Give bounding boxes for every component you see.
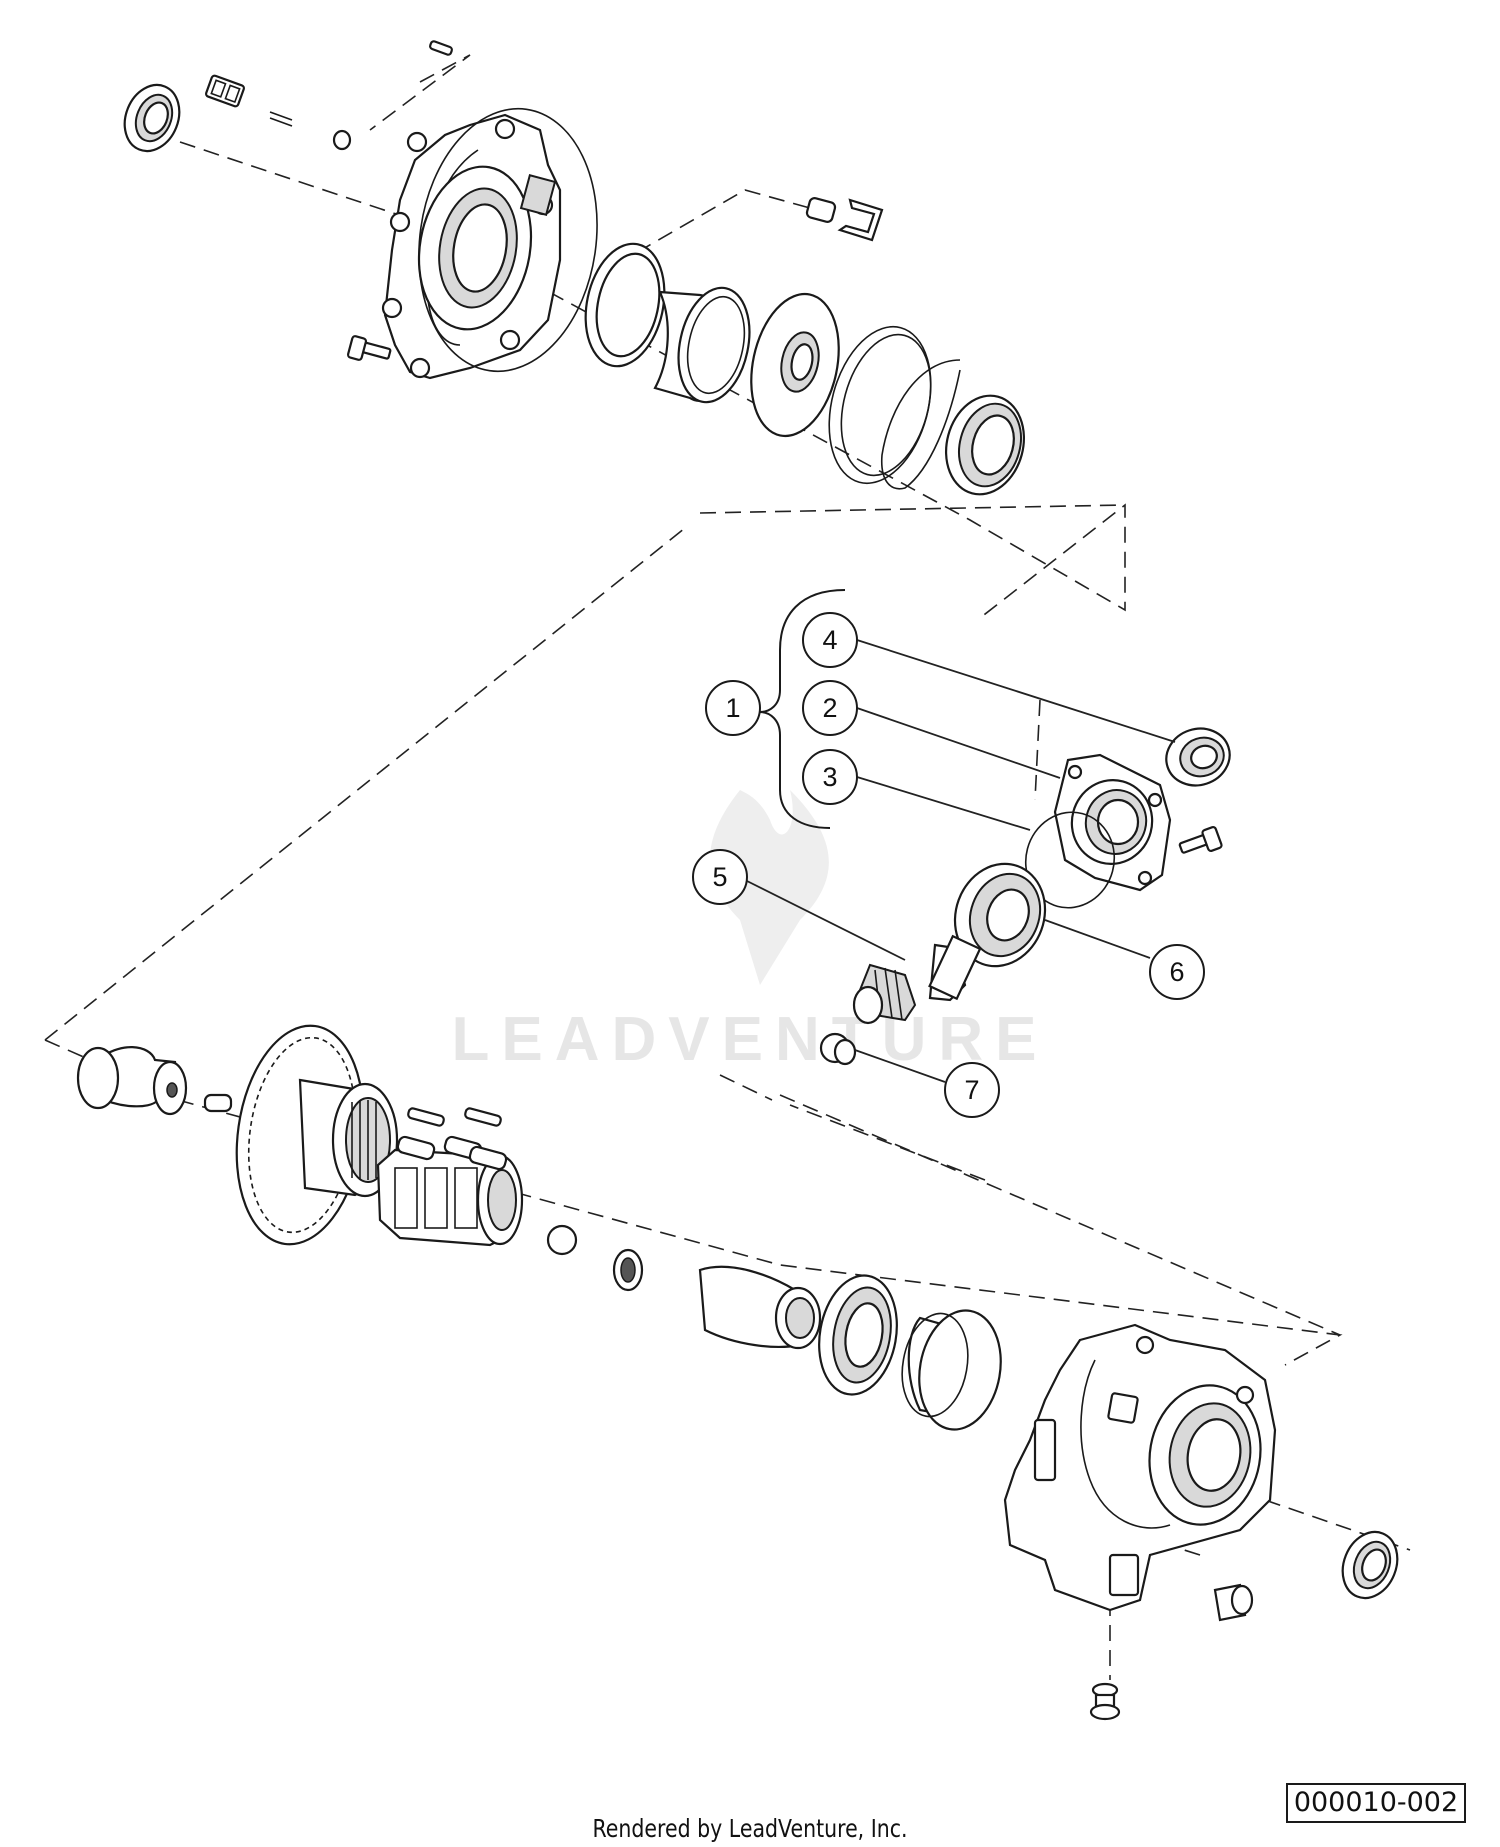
watermark-text: LEADVENTURE bbox=[451, 1005, 1048, 1074]
callout-1-label: 1 bbox=[725, 693, 740, 723]
callout-1: 1 bbox=[705, 680, 761, 736]
callout-6: 6 bbox=[1149, 944, 1205, 1000]
ball-bearing-upper bbox=[944, 394, 1026, 496]
callout-7: 7 bbox=[944, 1062, 1000, 1118]
callout-7-label: 7 bbox=[964, 1075, 979, 1105]
flange-bolt-upper bbox=[346, 335, 392, 361]
ball-bearing-lower bbox=[818, 1274, 898, 1396]
callout-4-leader bbox=[856, 639, 1176, 743]
callout-6-leader bbox=[1044, 919, 1151, 959]
callout-4: 4 bbox=[802, 612, 858, 668]
snap-ring-1-inner bbox=[840, 333, 932, 477]
lower-assembly bbox=[76, 1024, 1399, 1721]
render-credit: Rendered by LeadVenture, Inc. bbox=[592, 1814, 908, 1843]
callout-2-label: 2 bbox=[822, 693, 837, 723]
callout-6-label: 6 bbox=[1169, 957, 1184, 987]
large-o-ring bbox=[418, 107, 598, 373]
armature-cylinder bbox=[653, 286, 751, 404]
callout-5-leader bbox=[744, 879, 906, 961]
callout-3-label: 3 bbox=[822, 762, 837, 792]
pinion-subassembly: 1 2 3 4 5 6 7 bbox=[692, 589, 1231, 1118]
callout-5-label: 5 bbox=[712, 862, 727, 892]
callout-5: 5 bbox=[692, 849, 748, 905]
housing-bolt bbox=[1178, 826, 1223, 854]
ring-gear bbox=[235, 1024, 399, 1246]
oil-seal-lower bbox=[1341, 1530, 1399, 1600]
sensor-connector bbox=[205, 74, 245, 108]
callout-7-leader bbox=[854, 1049, 946, 1083]
stepped-shaft bbox=[76, 1046, 188, 1116]
callout-3-leader bbox=[856, 776, 1031, 831]
small-nut bbox=[332, 129, 352, 151]
dowel-pin-top bbox=[429, 40, 453, 56]
pinion-bearing bbox=[953, 862, 1047, 968]
friction-plate bbox=[750, 292, 840, 438]
dowel-and-clip bbox=[805, 196, 884, 242]
reference-code-box: 000010-002 bbox=[1286, 1783, 1466, 1823]
callout-2: 2 bbox=[802, 680, 858, 736]
watermark: LEADVENTURE bbox=[451, 790, 1048, 1074]
clutch-sleeve bbox=[584, 242, 666, 368]
callout-2-leader bbox=[856, 707, 1061, 779]
callout-3: 3 bbox=[802, 749, 858, 805]
watermark-logo-icon bbox=[710, 790, 829, 985]
pinion-o-ring bbox=[1024, 811, 1116, 909]
pinion-oil-seal bbox=[1165, 727, 1231, 787]
snap-ring-2 bbox=[880, 359, 961, 490]
housing-cover-upper bbox=[381, 113, 562, 380]
small-bushing bbox=[546, 1224, 578, 1256]
callout-4-label: 4 bbox=[822, 625, 837, 655]
main-housing bbox=[1003, 1323, 1277, 1612]
roller-cage bbox=[376, 1148, 524, 1247]
pinion-bearing-housing bbox=[1053, 753, 1172, 892]
output-sleeve bbox=[698, 1265, 822, 1350]
drain-plug bbox=[1089, 1682, 1121, 1721]
pinion-bushing bbox=[819, 1032, 857, 1066]
outer-race-sleeve bbox=[901, 1309, 1002, 1431]
lower-dowel-pin bbox=[203, 1093, 233, 1113]
oil-seal-upper bbox=[123, 83, 181, 153]
rollers-and-springs bbox=[396, 1107, 508, 1171]
pinion-gear bbox=[852, 934, 982, 1025]
small-pin bbox=[269, 111, 293, 127]
upper-assembly bbox=[123, 40, 1026, 496]
housing-bushing bbox=[1213, 1583, 1254, 1622]
